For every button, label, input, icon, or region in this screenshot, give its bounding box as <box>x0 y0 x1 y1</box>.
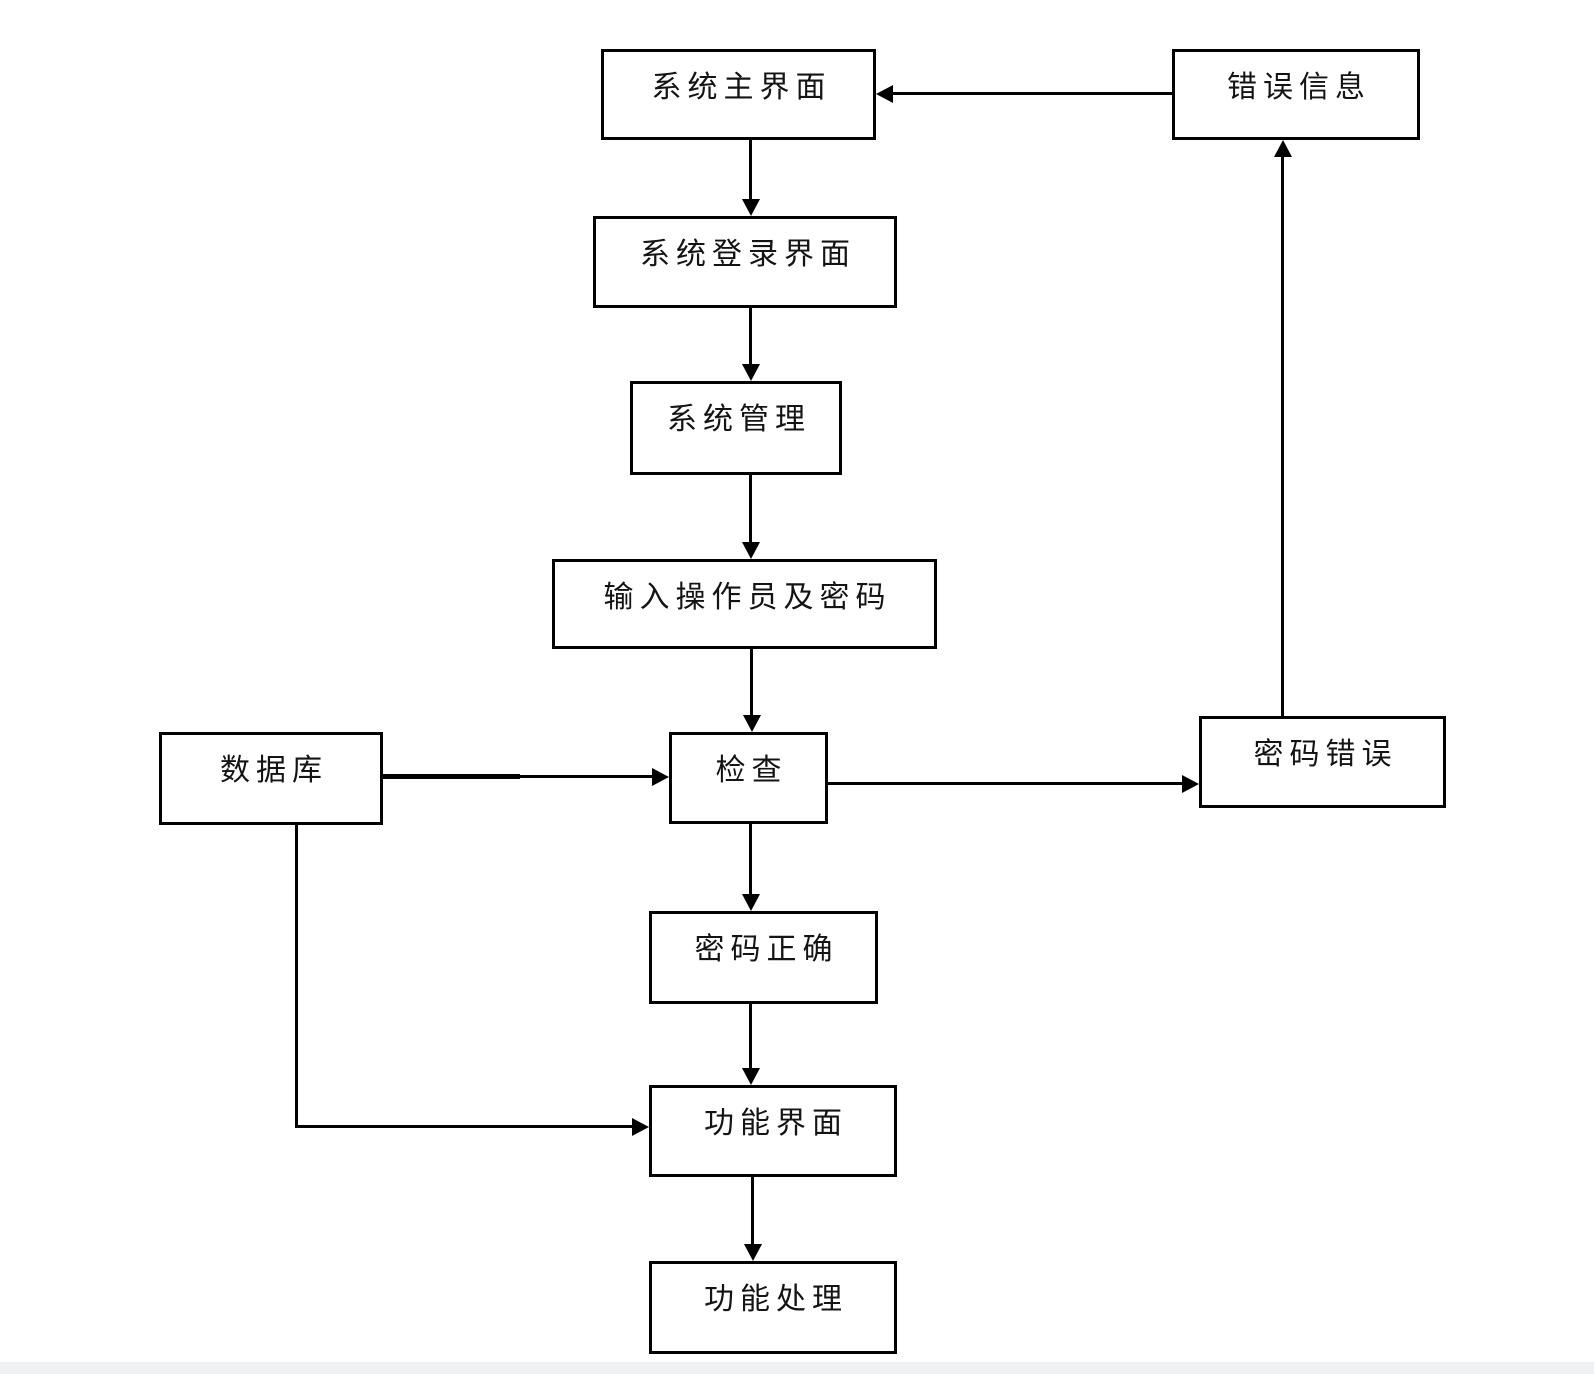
edge-check-to-pwd-error-arrowhead-icon <box>1182 775 1199 793</box>
edge-main-ui-to-login-ui-arrowhead-icon <box>742 199 760 216</box>
node-password-correct: 密码正确 <box>649 911 878 1004</box>
node-password-error-label: 密码错误 <box>1253 738 1398 771</box>
edge-input-op-to-check-arrowhead-icon <box>743 715 761 732</box>
node-function-ui: 功能界面 <box>649 1085 897 1177</box>
edge-sys-mgmt-to-input-op-line <box>749 475 752 542</box>
edge-func-ui-to-func-proc-line <box>751 1177 754 1244</box>
node-password-correct-label: 密码正确 <box>694 933 839 966</box>
node-sys-mgmt: 系统管理 <box>630 381 842 475</box>
edge-check-to-pwd-correct-line <box>749 824 752 894</box>
edge-input-op-to-check-line <box>750 649 753 715</box>
node-input-operator-label: 输入操作员及密码 <box>603 581 892 614</box>
edge-pwd-correct-to-func-ui-arrowhead-icon <box>742 1068 760 1085</box>
node-function-ui-label: 功能界面 <box>704 1107 848 1140</box>
edge-database-to-func-ui-vertical-line <box>295 825 298 1128</box>
node-database: 数据库 <box>159 732 383 825</box>
node-sys-mgmt-label: 系统管理 <box>667 403 811 436</box>
edge-error-info-to-main-ui-arrowhead-icon <box>876 85 893 103</box>
node-function-process-label: 功能处理 <box>704 1283 848 1316</box>
node-login-ui: 系统登录界面 <box>593 216 897 308</box>
node-password-error: 密码错误 <box>1199 716 1446 808</box>
node-login-ui-label: 系统登录界面 <box>640 238 856 271</box>
edge-pwd-error-to-error-info-arrowhead-icon <box>1274 140 1292 157</box>
edge-database-to-check-arrowhead-icon <box>652 768 669 786</box>
edge-database-to-check-line <box>510 775 652 778</box>
node-error-info-label: 错误信息 <box>1227 71 1371 104</box>
edge-check-to-pwd-correct-arrowhead-icon <box>742 894 760 911</box>
page-bottom-strip <box>0 1362 1594 1374</box>
node-input-operator: 输入操作员及密码 <box>552 559 937 649</box>
edge-login-ui-to-sys-mgmt-arrowhead-icon <box>742 364 760 381</box>
node-main-ui: 系统主界面 <box>601 49 876 140</box>
edge-login-ui-to-sys-mgmt-line <box>749 308 752 364</box>
edge-database-to-func-ui-arrowhead-icon <box>632 1118 649 1136</box>
edge-pwd-correct-to-func-ui-line <box>749 1004 752 1068</box>
edge-pwd-error-to-error-info-line <box>1281 157 1284 716</box>
node-database-label: 数据库 <box>220 754 328 787</box>
edge-database-to-func-ui-horizontal-line <box>295 1125 632 1128</box>
node-check: 检查 <box>669 732 828 824</box>
edge-error-info-to-main-ui-line <box>893 92 1172 95</box>
edge-check-to-pwd-error-line <box>828 782 1182 785</box>
node-check-label: 检查 <box>715 754 788 787</box>
edge-main-ui-to-login-ui-line <box>749 140 752 199</box>
node-main-ui-label: 系统主界面 <box>651 71 832 104</box>
edge-sys-mgmt-to-input-op-arrowhead-icon <box>742 542 760 559</box>
edge-func-ui-to-func-proc-arrowhead-icon <box>744 1244 762 1261</box>
node-error-info: 错误信息 <box>1172 49 1420 140</box>
edge-database-to-check-line-thick <box>383 774 520 779</box>
node-function-process: 功能处理 <box>649 1261 897 1354</box>
